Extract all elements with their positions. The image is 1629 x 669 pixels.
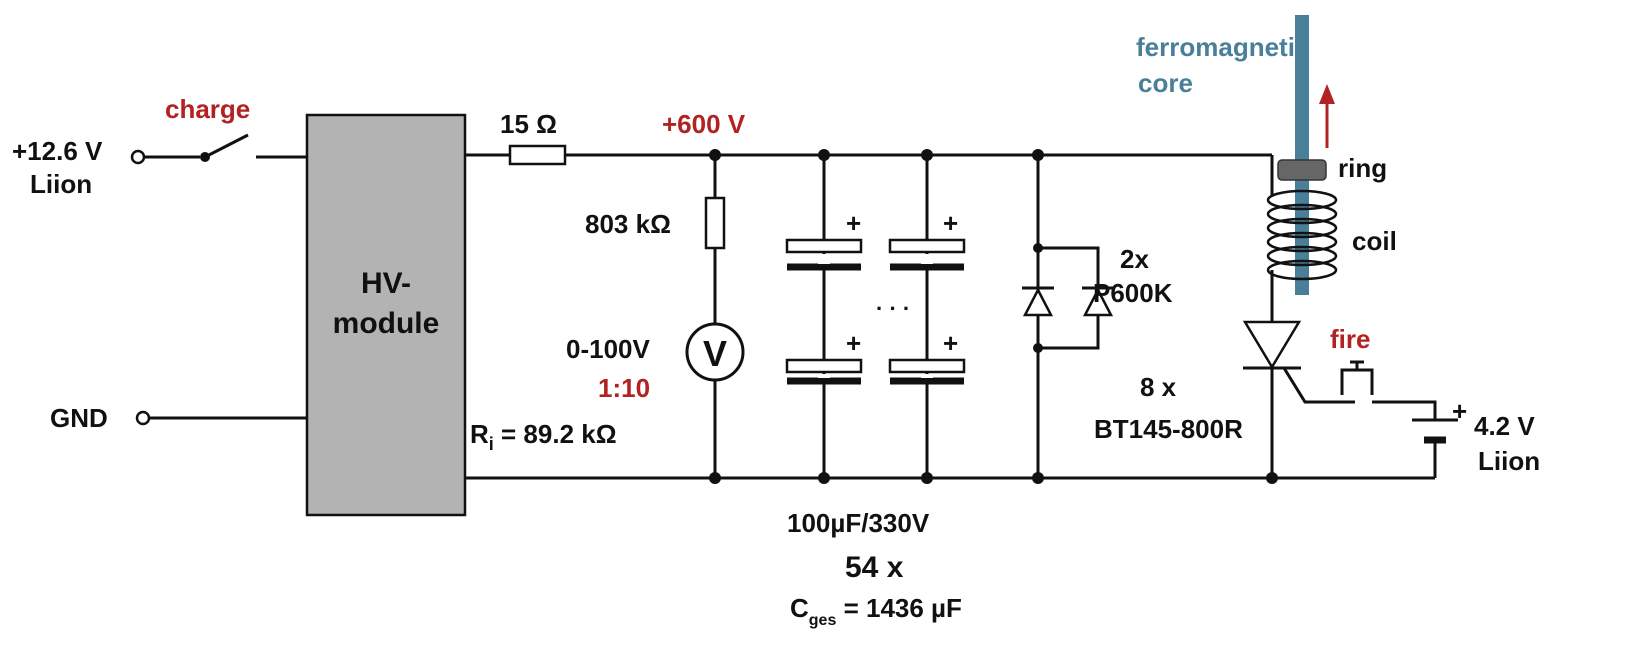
wire-gate — [1282, 367, 1355, 404]
wire-gap-2b — [921, 374, 933, 378]
junction-bottom-cap1 — [818, 472, 830, 484]
hv-module-label-1: HV- — [361, 267, 411, 300]
motion-arrow-head — [1319, 84, 1335, 104]
junction-bottom-meter — [709, 472, 721, 484]
capacitor-2b-plus: + — [943, 328, 958, 358]
cges-label: Cges = 1436 µF — [790, 593, 962, 629]
capacitor-2a-plus: + — [943, 208, 958, 238]
switch-blade — [204, 133, 249, 159]
capacitor-1b-plus: + — [846, 328, 861, 358]
meter-range-label: 0-100V — [566, 334, 650, 364]
resistor-803k-label: 803 kΩ — [585, 209, 671, 239]
resistor-15ohm — [508, 144, 567, 166]
battery-type-label: Liion — [1478, 446, 1540, 476]
capacitor-2b-plate-pos — [888, 358, 966, 374]
wire-gap-1a — [818, 254, 830, 264]
coil-label: coil — [1352, 226, 1397, 256]
charge-label: charge — [165, 94, 250, 124]
fire-label: fire — [1330, 324, 1370, 354]
resistor-803k — [704, 196, 726, 250]
coil — [1266, 189, 1338, 281]
thyristor-type-label: BT145-800R — [1094, 414, 1243, 444]
meter-ri-label: Ri = 89.2 kΩ — [470, 419, 617, 454]
capacitor-1a-plus: + — [846, 208, 861, 238]
wire-gap-1b — [818, 374, 830, 378]
thyristor — [1242, 320, 1302, 370]
ferromagnetic-core — [1295, 15, 1309, 295]
thyristor-count-label: 8 x — [1140, 372, 1177, 402]
hv-module — [305, 113, 467, 517]
core-label-2: core — [1138, 68, 1193, 98]
core-label-1: ferromagnetic — [1136, 32, 1309, 62]
junction-bottom-cap2 — [921, 472, 933, 484]
wire-diode-parallel — [1038, 246, 1100, 350]
supply-type-label: Liion — [30, 169, 92, 199]
diode-2 — [1082, 287, 1114, 317]
wire-fire-battery — [1372, 400, 1437, 420]
capacitor-2a-plate-pos — [888, 238, 966, 254]
voltmeter-symbol: V — [703, 333, 727, 374]
diode-type-label: P600K — [1093, 278, 1173, 308]
capacitor-rating-label: 100µF/330V — [787, 508, 930, 538]
ring-label: ring — [1338, 153, 1387, 183]
wire-gap-2a — [921, 254, 933, 264]
resistor-15ohm-label: 15 Ω — [500, 109, 557, 139]
diode-count-label: 2x — [1120, 244, 1149, 274]
capacitor-1a-plate-pos — [785, 238, 863, 254]
meter-ratio-label: 1:10 — [598, 373, 650, 403]
supply-terminal — [130, 149, 146, 165]
gnd-label: GND — [50, 403, 108, 433]
hv-voltage-label: +600 V — [662, 109, 746, 139]
diode-1 — [1022, 287, 1054, 317]
ring — [1277, 159, 1327, 181]
junction-bottom-diodes — [1032, 472, 1044, 484]
battery-plus-label: + — [1452, 396, 1467, 426]
battery-voltage-label: 4.2 V — [1474, 411, 1535, 441]
capacitor-count-label: 54 x — [845, 551, 904, 584]
capacitor-ellipsis: · · · — [876, 296, 910, 321]
capacitor-1b-plate-pos — [785, 358, 863, 374]
fire-button — [1340, 368, 1374, 395]
supply-voltage-label: +12.6 V — [12, 136, 103, 166]
hv-module-label-2: module — [333, 307, 440, 340]
gnd-terminal — [135, 410, 151, 426]
junction-bottom-thyristor — [1266, 472, 1278, 484]
